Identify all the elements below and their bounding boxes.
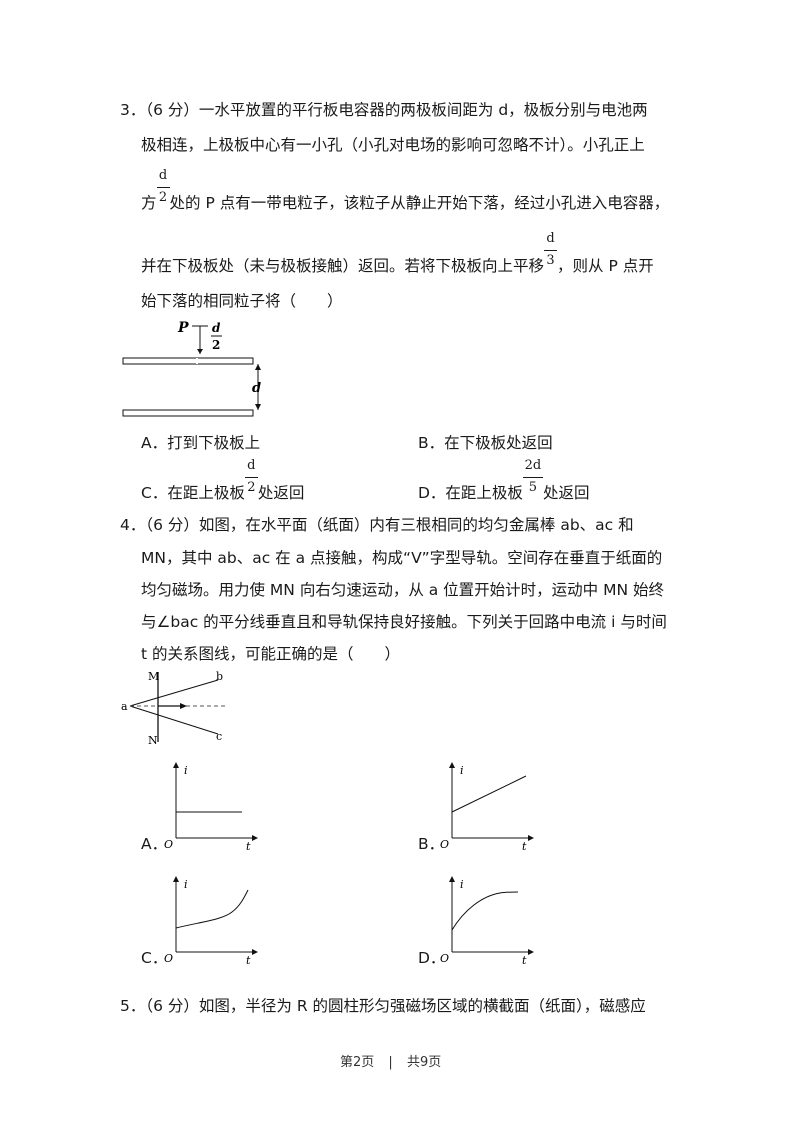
q5-line-1: 5．（6 分）如图，半径为 R 的圆柱形匀强磁场区域的横截面（纸面），磁感应 bbox=[120, 997, 646, 1015]
q3-option-d-a: D．在距上极板 bbox=[418, 484, 523, 502]
upper-plate bbox=[122, 357, 254, 365]
graph-d-i-arrow bbox=[449, 876, 455, 882]
q3-option-a[interactable]: A．打到下极板上 bbox=[141, 434, 261, 452]
label-m: M bbox=[148, 670, 159, 683]
gap-arrow-down bbox=[255, 404, 261, 410]
graph-c-i-arrow bbox=[173, 876, 179, 882]
graph-d-label-i: i bbox=[460, 878, 464, 891]
graph-b-label-o: O bbox=[440, 838, 449, 850]
q4-line-4: 与∠bac 的平分线垂直且和导轨保持良好接触。下列关于回路中电流 i 与时间 bbox=[141, 613, 667, 631]
q4-option-a[interactable]: A． bbox=[141, 835, 168, 853]
q3-option-c-a: C．在距上极板 bbox=[141, 484, 245, 502]
gap-arrow-up bbox=[255, 364, 261, 370]
q3-line-1: 3．（6 分）一水平放置的平行板电容器的两极板间距为 d，极板分别与电池两 bbox=[120, 101, 648, 119]
graph-a-label-t: t bbox=[246, 840, 251, 850]
graph-b-i-arrow bbox=[449, 762, 455, 768]
q3-line-3-a: 方 bbox=[141, 194, 157, 212]
q4-option-c[interactable]: C． bbox=[141, 949, 168, 967]
q3-line-2: 极相连，上极板中心有一小孔（小孔对电场的影响可忽略不计）。小孔正上 bbox=[141, 136, 645, 154]
graph-c-label-o: O bbox=[164, 952, 173, 964]
graph-d-label-o: O bbox=[440, 952, 449, 964]
q3-option-b[interactable]: B．在下极板处返回 bbox=[418, 434, 553, 452]
graph-c-t-arrow bbox=[252, 949, 258, 955]
graph-c-curve bbox=[175, 889, 249, 929]
label-gap-d: d bbox=[252, 381, 261, 396]
q3-line-5: 始下落的相同粒子将（ ） bbox=[141, 292, 343, 310]
q4-option-d[interactable]: D． bbox=[418, 949, 446, 967]
q3-line-3-b: 处的 P 点有一带电粒子，该粒子从静止开始下落，经过小孔进入电容器， bbox=[169, 194, 670, 212]
graph-a[interactable]: i O t bbox=[160, 760, 260, 850]
graph-d-t-arrow bbox=[528, 949, 534, 955]
footer-separator: | bbox=[388, 1055, 393, 1070]
graph-d-label-t: t bbox=[522, 954, 527, 964]
q4-option-b[interactable]: B． bbox=[418, 835, 445, 853]
label-c: c bbox=[216, 730, 222, 743]
rod-ab bbox=[129, 679, 219, 707]
q4-line-3: 均匀磁场。用力使 MN 向右匀速运动，从 a 位置开始计时，运动中 MN 始终 bbox=[141, 581, 664, 599]
q3-option-d-b: 处返回 bbox=[542, 484, 590, 502]
graph-d[interactable]: i O t bbox=[436, 874, 536, 964]
graph-b-label-i: i bbox=[460, 764, 464, 777]
label-b: b bbox=[216, 670, 223, 683]
velocity-arrowhead bbox=[180, 703, 187, 709]
q3-option-c-b: 处返回 bbox=[257, 484, 305, 502]
graph-b-label-t: t bbox=[522, 840, 527, 850]
q4-line-2: MN，其中 ab、ac 在 a 点接触，构成“V”字型导轨。空间存在垂直于纸面的 bbox=[141, 549, 663, 567]
q3-line-4-a: 并在下极板处（未与极板接触）返回。若将下极板向上平移 bbox=[141, 257, 545, 275]
graph-c-label-i: i bbox=[184, 878, 188, 891]
q3-line-4-b: ，则从 P 点开 bbox=[557, 257, 654, 275]
page-footer: 第2页 | 共9页 bbox=[340, 1051, 441, 1070]
q4-line-1: 4．（6 分）如图，在水平面（纸面）内有三根相同的均匀金属棒 ab、ac 和 bbox=[120, 516, 634, 534]
graph-a-t-arrow bbox=[252, 835, 258, 841]
lower-plate bbox=[122, 409, 254, 417]
v-rail-figure: M N a b c bbox=[121, 670, 228, 747]
graph-a-i-arrow bbox=[173, 762, 179, 768]
graph-b-t-arrow bbox=[528, 835, 534, 841]
page-number: 第2页 bbox=[340, 1055, 375, 1070]
label-p: P bbox=[177, 320, 189, 336]
graph-c-label-t: t bbox=[246, 954, 251, 964]
graph-a-label-i: i bbox=[184, 764, 188, 777]
graph-c[interactable]: i O t bbox=[160, 874, 260, 964]
label-n: N bbox=[148, 734, 158, 747]
d2-arrow bbox=[197, 349, 203, 354]
graph-a-label-o: O bbox=[164, 838, 173, 850]
label-d2-num: d bbox=[212, 321, 221, 335]
graph-b-curve bbox=[451, 775, 527, 813]
rod-ac bbox=[129, 705, 219, 735]
capacitor-figure: P d 2 d bbox=[122, 320, 261, 417]
q4-line-5: t 的关系图线，可能正确的是（ ） bbox=[141, 645, 401, 663]
graph-b[interactable]: i O t bbox=[436, 760, 536, 850]
page-total: 共9页 bbox=[406, 1055, 442, 1070]
label-d2-den: 2 bbox=[212, 338, 220, 352]
graph-d-curve bbox=[451, 891, 519, 931]
label-a: a bbox=[121, 700, 128, 713]
